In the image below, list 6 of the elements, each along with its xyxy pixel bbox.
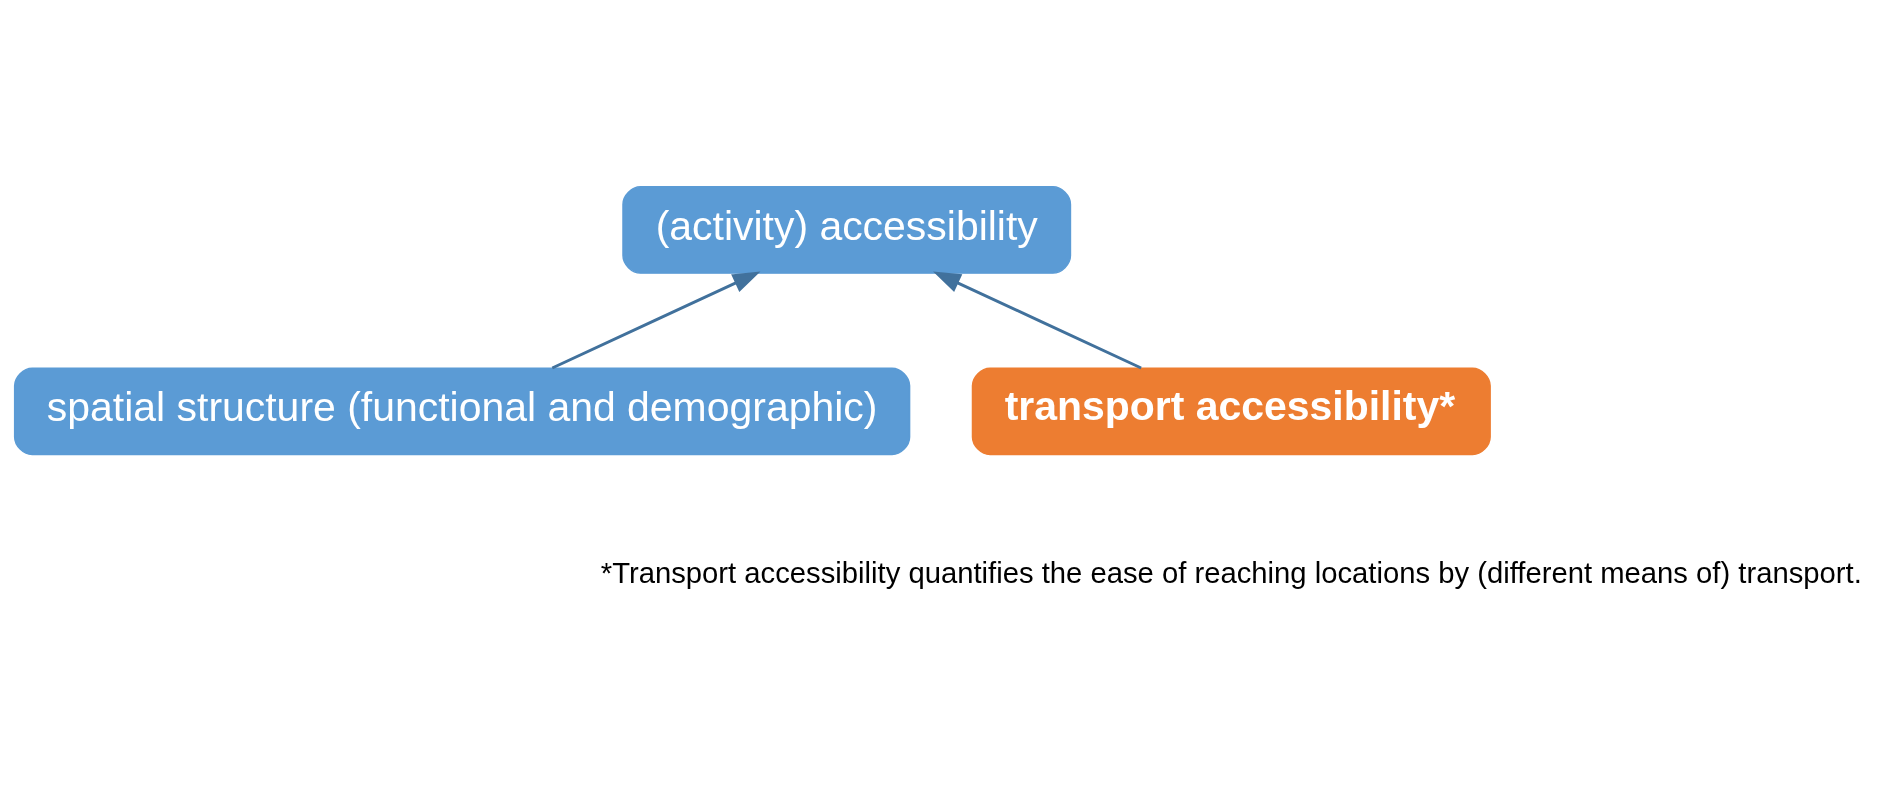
node-box: (activity) accessibility [622, 185, 1072, 274]
label: *Transport accessibility quantifies the ease of reaching locations by (different means of) transport. [600, 556, 1862, 589]
node-box: transport accessibility* [971, 366, 1491, 455]
arrow [551, 270, 761, 369]
arrow [932, 270, 1142, 369]
node-box: spatial structure (functional and demographic) [13, 366, 911, 455]
